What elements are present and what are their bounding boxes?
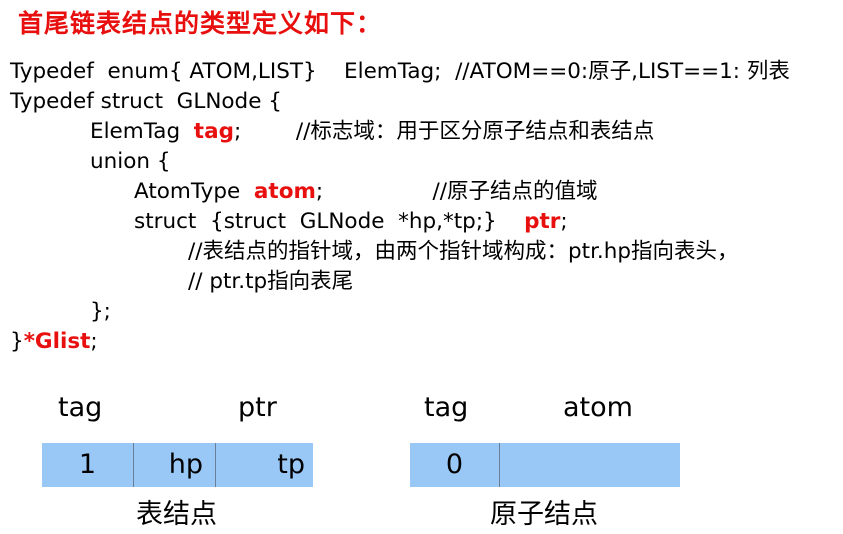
atom-node-caption: 原子结点 [490,499,598,530]
code-line-1: Typedef enum{ ATOM,LIST} ElemTag; //ATOM… [10,59,790,84]
keyword-glist: *Glist [23,329,91,354]
code-text: struct {struct GLNode *hp,*tp;} [134,209,525,234]
atom-node-atom-label: atom [563,392,633,423]
keyword-ptr: ptr [524,209,561,234]
atom-node-tag-label: tag [424,392,469,423]
code-line-6: struct {struct GLNode *hp,*tp;} ptr; [134,207,568,237]
list-node-tag-label: tag [58,392,103,423]
atom-node-tag-cell: 0 [410,443,500,487]
code-line-3: ElemTag tag; //标志域：用于区分原子结点和表结点 [90,117,654,147]
list-node-tag-cell: 1 [42,443,134,487]
code-line-7: //表结点的指针域，由两个指针域构成：ptr.hp指向表头， [188,239,739,264]
list-node-hp-cell: hp [134,443,216,487]
code-line-8: // ptr.tp指向表尾 [188,269,354,294]
code-text: ; [90,329,98,354]
code-text: AtomType [134,179,254,204]
code-text: ElemTag [90,119,194,144]
list-node-ptr-label: ptr [238,392,277,423]
code-text: } [10,329,24,354]
atom-node-atom-cell [500,443,680,487]
code-line-10: }*Glist; [10,327,98,357]
code-text: ; //标志域：用于区分原子结点和表结点 [233,119,655,144]
code-line-4: union { [90,149,171,174]
page-title: 首尾链表结点的类型定义如下： [18,9,383,38]
keyword-atom: atom [253,179,316,204]
keyword-tag: tag [193,119,234,144]
code-line-2: Typedef struct GLNode { [10,89,282,114]
code-line-9: }; [90,299,111,324]
list-node-tp-cell: tp [216,443,313,487]
code-line-5: AtomType atom; //原子结点的值域 [134,177,597,207]
code-text: ; [560,209,568,234]
list-node-caption: 表结点 [136,499,217,530]
code-text: ; //原子结点的值域 [315,179,598,204]
